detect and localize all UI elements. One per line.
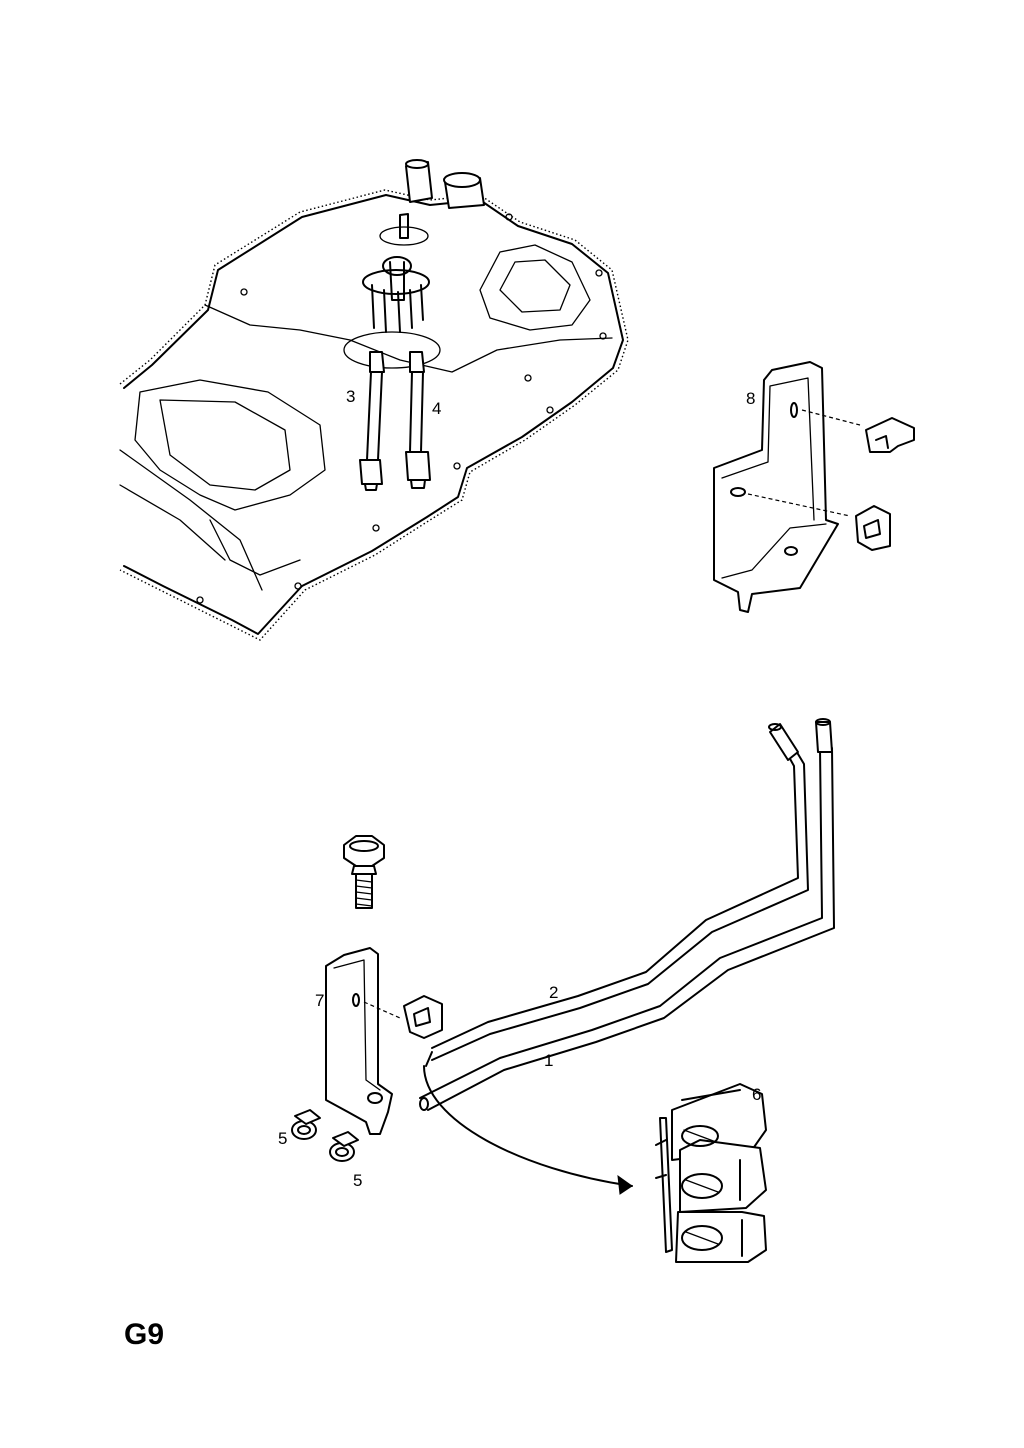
hose-3 (359, 351, 385, 491)
callout-7: 7 (315, 991, 324, 1010)
tank-caps (399, 159, 485, 239)
callout-6: 6 (752, 1085, 761, 1104)
fuel-pump-module (362, 256, 430, 333)
fuel-pipe-2 (431, 723, 809, 1061)
callout-5a: 5 (278, 1129, 287, 1148)
bracket-7 (325, 947, 401, 1135)
callout-2: 2 (549, 983, 558, 1002)
hose-clamp-5a (291, 1109, 321, 1140)
callout-5b: 5 (353, 1171, 362, 1190)
hose-4 (405, 351, 431, 489)
pipe-clip-6 (655, 1083, 767, 1263)
callout-4: 4 (432, 399, 441, 418)
pipe-end-bend (425, 1051, 433, 1067)
callout-1: 1 (544, 1051, 553, 1070)
bolt (343, 835, 385, 909)
hose-clamp-5b (329, 1131, 359, 1162)
fuel-pipe-1 (419, 718, 835, 1111)
clip-bracket-7 (403, 995, 443, 1039)
callout-8: 8 (746, 389, 755, 408)
clip-upper (865, 417, 915, 453)
detail-arrow (423, 1065, 633, 1195)
fuel-tank (119, 189, 629, 641)
bracket-8 (713, 361, 861, 613)
page-code: G9 (124, 1318, 165, 1351)
callout-3: 3 (346, 387, 355, 406)
clip-lower (855, 505, 891, 551)
